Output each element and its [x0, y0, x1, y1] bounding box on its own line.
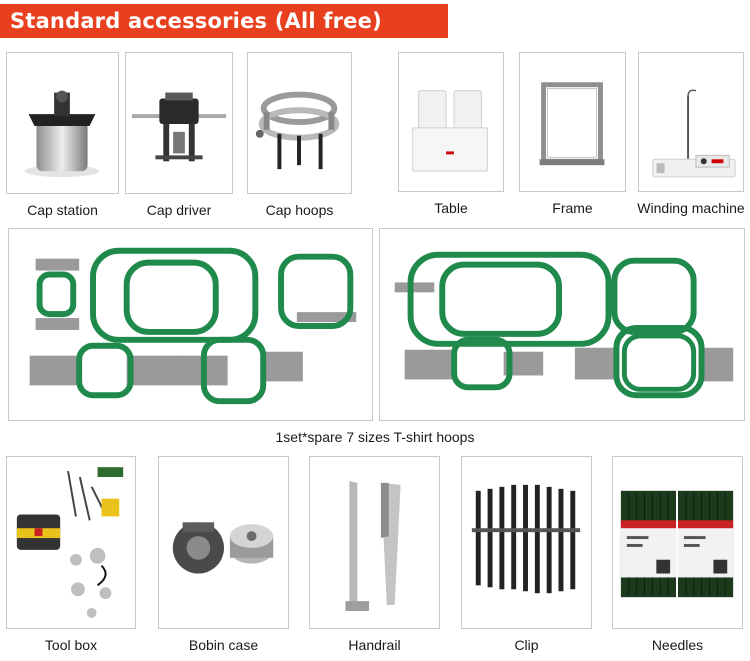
cap-station-image: [6, 52, 119, 194]
cap-hoops-image: [247, 52, 352, 194]
handrail-image: [309, 456, 440, 629]
clip-image: [461, 456, 592, 629]
cap-hoops-label: Cap hoops: [265, 202, 334, 218]
frame-label: Frame: [552, 200, 593, 216]
t-shirt-hoops-image-right: [379, 228, 745, 421]
tool-box-label: Tool box: [44, 637, 98, 653]
bobin-case-label: Bobin case: [188, 637, 259, 653]
table-image: [398, 52, 504, 192]
cap-driver-label: Cap driver: [146, 202, 212, 218]
winding-machine-image: [638, 52, 744, 192]
clip-label: Clip: [514, 637, 539, 653]
cap-driver-image: [125, 52, 233, 194]
section-banner: Standard accessories (All free): [0, 4, 448, 38]
bobin-case-image: [158, 456, 289, 629]
cap-station-label: Cap station: [27, 202, 98, 218]
winding-machine-label: Winding machine: [637, 200, 745, 216]
handrail-label: Handrail: [348, 637, 401, 653]
t-shirt-hoops-label: 1set*spare 7 sizes T-shirt hoops: [275, 429, 475, 445]
needles-image: [612, 456, 743, 629]
t-shirt-hoops-image-left: [8, 228, 373, 421]
tool-box-image: [6, 456, 136, 629]
needles-label: Needles: [651, 637, 704, 653]
table-label: Table: [434, 200, 468, 216]
frame-image: [519, 52, 626, 192]
